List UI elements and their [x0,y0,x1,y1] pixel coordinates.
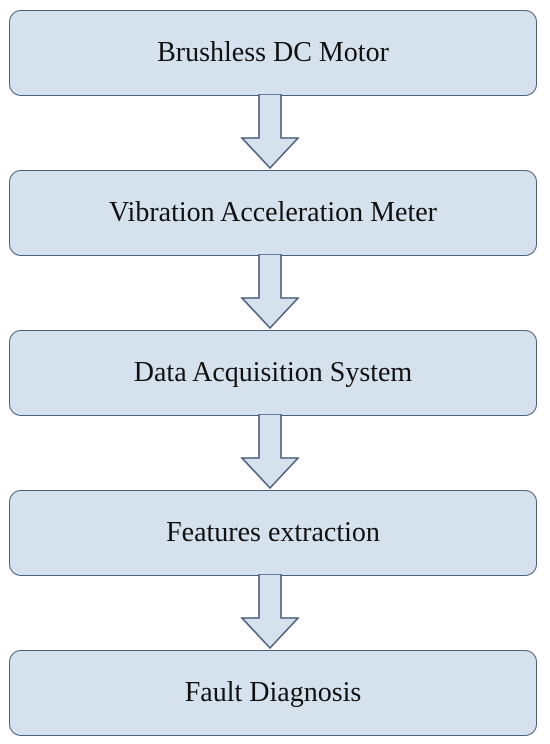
step-label: Fault Diagnosis [184,677,362,708]
step-label: Vibration Acceleration Meter [109,197,437,228]
step-label: Features extraction [166,517,380,548]
down-arrow-icon [240,574,300,650]
step-label: Data Acquisition System [133,357,413,388]
step-box-data-acquisition-system: Data Acquisition System [9,330,537,416]
step-label: Brushless DC Motor [157,37,389,68]
step-box-fault-diagnosis: Fault Diagnosis [9,650,537,736]
step-box-brushless-dc-motor: Brushless DC Motor [9,10,537,96]
step-box-features-extraction: Features extraction [9,490,537,576]
down-arrow-icon [240,254,300,330]
down-arrow-icon [240,414,300,490]
down-arrow-icon [240,94,300,170]
step-box-vibration-acceleration-meter: Vibration Acceleration Meter [9,170,537,256]
